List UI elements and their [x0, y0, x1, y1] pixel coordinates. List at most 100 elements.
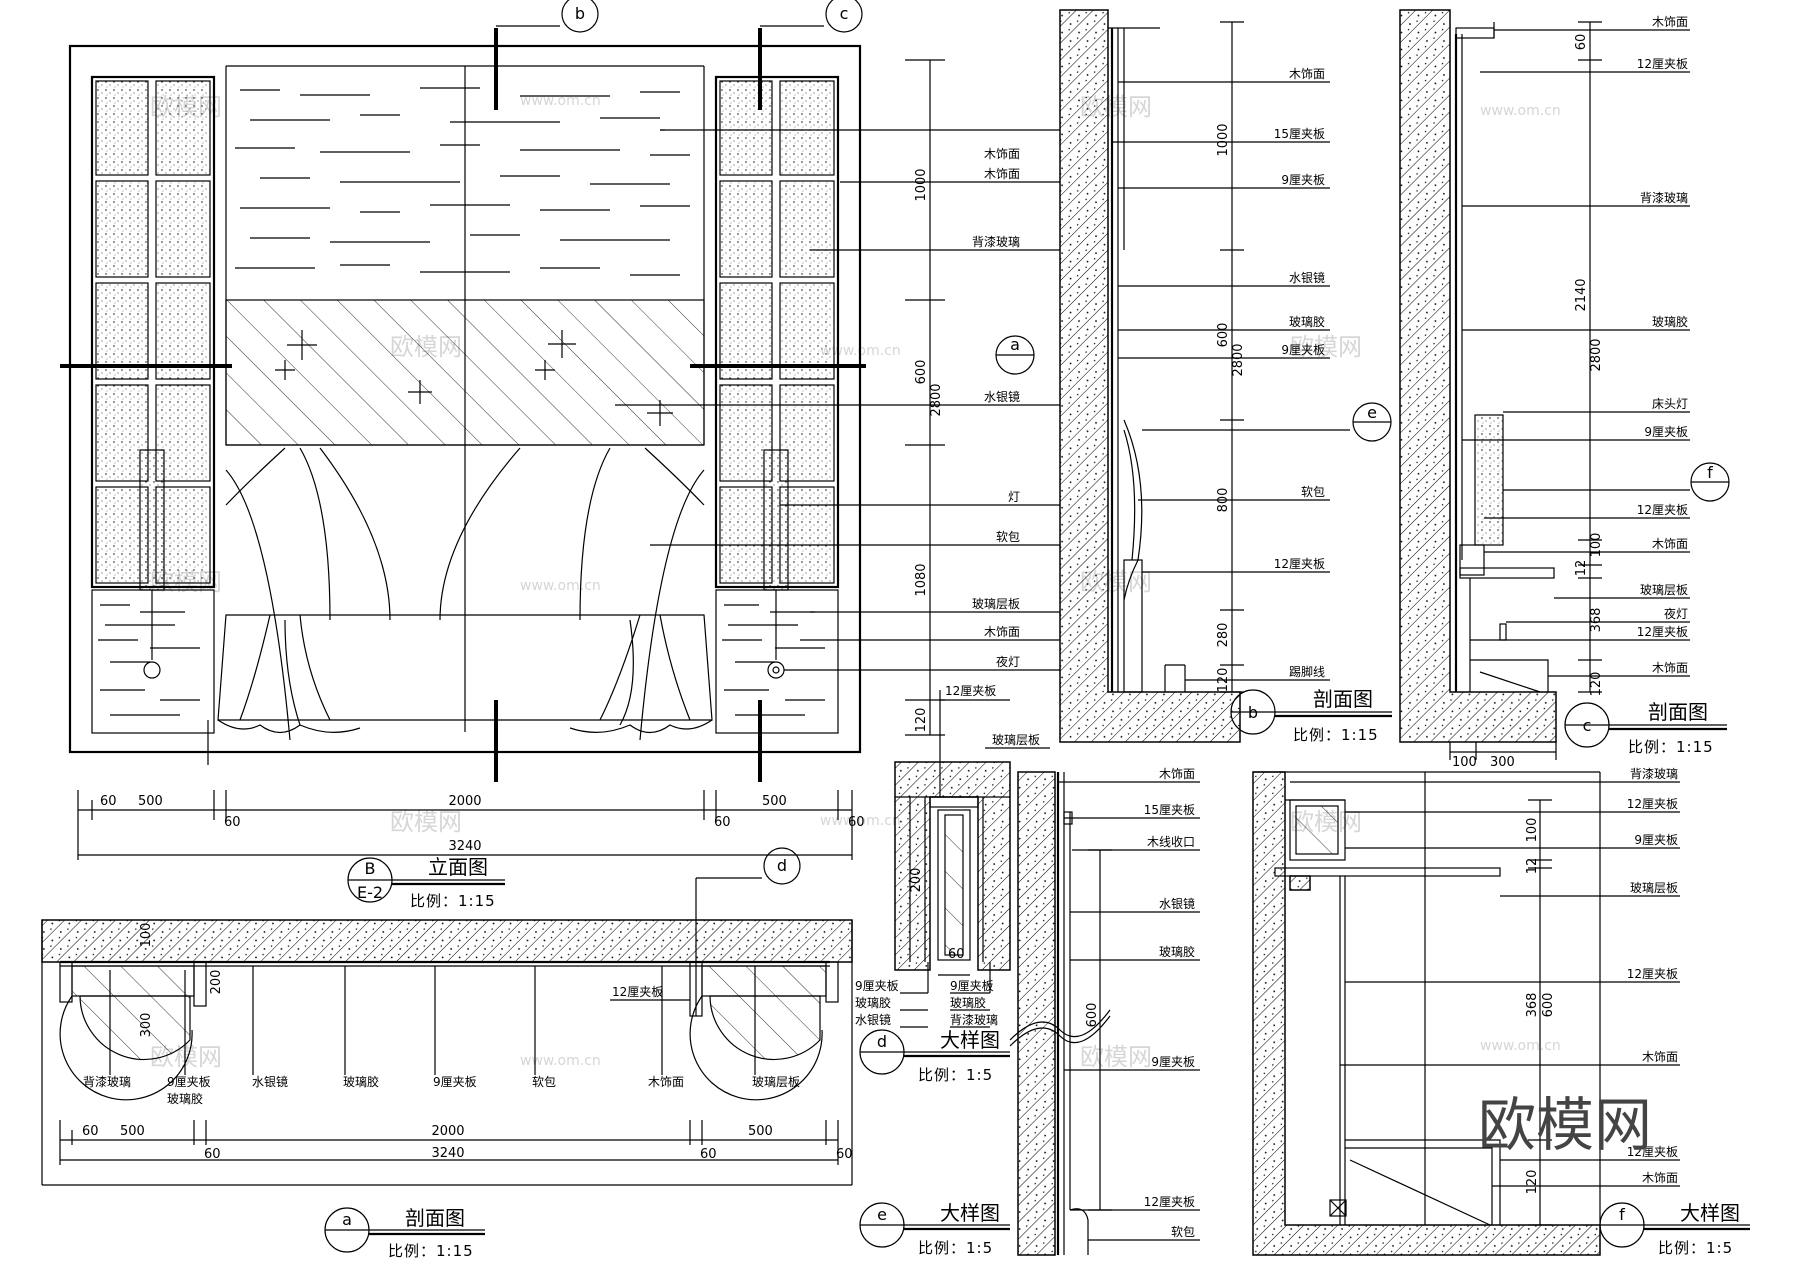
detail-d-labels: 12厘夹板 玻璃层板 9厘夹板 玻璃胶 水银镜 9厘夹板 玻璃胶 背漆玻璃 — [855, 684, 1050, 1028]
svg-text:100: 100 — [1452, 755, 1477, 770]
left-base-wood — [91, 589, 215, 734]
svg-text:玻璃层板: 玻璃层板 — [1630, 881, 1678, 895]
mirror-sparkles — [275, 330, 673, 426]
section-a-leaders — [109, 966, 756, 1075]
watermark-url: www.om.cn — [520, 1053, 601, 1069]
svg-text:水银镜: 水银镜 — [984, 389, 1020, 404]
svg-text:水银镜: 水银镜 — [1159, 896, 1195, 911]
section-b-bubble-e: e — [1142, 402, 1392, 442]
left-night-light — [143, 661, 161, 679]
svg-text:木饰面: 木饰面 — [1642, 1050, 1678, 1064]
svg-text:100: 100 — [1589, 533, 1604, 558]
svg-text:水银镜: 水银镜 — [252, 1074, 288, 1089]
section-a-vertical-dims: 100 200 300 — [139, 923, 224, 1038]
svg-text:120: 120 — [1589, 672, 1604, 697]
detail-f-glass-shelf — [1274, 867, 1501, 877]
svg-text:水银镜: 水银镜 — [1289, 270, 1325, 285]
svg-text:1000: 1000 — [1216, 123, 1231, 156]
section-c: 60 2140 2800 100 12 368 120 100 300 木饰面 … — [1399, 9, 1730, 770]
detail-e-title-block: e 大样图 比例：1:5 — [859, 1201, 1010, 1257]
section-c-labels: 木饰面 12厘夹板 背漆玻璃 玻璃胶 床头灯 9厘夹板 12厘夹板 木饰面 玻璃… — [1462, 15, 1690, 677]
svg-text:600: 600 — [1541, 993, 1556, 1018]
svg-text:100: 100 — [139, 923, 154, 948]
detail-e-title: 大样图 — [940, 1201, 1000, 1225]
svg-text:背漆玻璃: 背漆玻璃 — [950, 1013, 998, 1027]
left-panel-frame — [59, 961, 73, 1003]
svg-text:9厘夹板: 9厘夹板 — [1281, 173, 1325, 187]
svg-text:玻璃胶: 玻璃胶 — [1652, 314, 1688, 329]
elevation-vertical-dims: 1000 600 2800 1080 120 — [905, 59, 945, 736]
svg-text:200: 200 — [909, 868, 924, 893]
svg-text:300: 300 — [139, 1013, 154, 1038]
svg-text:软包: 软包 — [996, 530, 1020, 544]
svg-text:木饰面: 木饰面 — [984, 625, 1020, 639]
svg-text:12厘夹板: 12厘夹板 — [1144, 1195, 1195, 1209]
right-glass-grid — [719, 80, 835, 584]
svg-text:3240: 3240 — [431, 1146, 464, 1161]
svg-text:d: d — [777, 856, 787, 875]
svg-text:1000: 1000 — [914, 168, 929, 201]
elevation-title: 立面图 — [428, 855, 488, 879]
section-a: 背漆玻璃 9厘夹板 玻璃胶 水银镜 玻璃胶 9厘夹板 软包 木饰面 玻璃层板 1… — [41, 847, 853, 1260]
watermark-url: www.om.cn — [1480, 103, 1561, 119]
detail-e-soft-bag — [1069, 1208, 1089, 1255]
svg-text:木饰面: 木饰面 — [1289, 67, 1325, 81]
svg-text:60: 60 — [1574, 34, 1589, 51]
svg-text:60: 60 — [714, 815, 731, 830]
svg-text:a: a — [342, 1210, 352, 1229]
svg-text:玻璃胶: 玻璃胶 — [343, 1074, 379, 1089]
elevation-title-block: B E-2 立面图 比例：1:15 — [347, 855, 505, 910]
svg-text:玻璃层板: 玻璃层板 — [1640, 583, 1688, 597]
detail-e-labels: 木饰面 15厘夹板 木线收口 水银镜 玻璃胶 9厘夹板 12厘夹板 软包 — [1058, 767, 1200, 1241]
svg-text:9厘夹板: 9厘夹板 — [950, 979, 994, 993]
section-b-soft-bag — [1123, 419, 1143, 601]
svg-text:f: f — [1707, 463, 1713, 482]
section-c-bedside-lamp — [1474, 414, 1504, 546]
svg-text:玻璃层板: 玻璃层板 — [992, 733, 1040, 747]
svg-text:60: 60 — [224, 815, 241, 830]
svg-text:夜灯: 夜灯 — [1664, 606, 1688, 621]
detail-d-dims: 200 60 — [909, 797, 970, 976]
detail-e: 600 木饰面 15厘夹板 木线收口 水银镜 玻璃胶 9厘夹板 12厘夹板 软包… — [859, 767, 1200, 1257]
svg-text:2800: 2800 — [929, 383, 944, 416]
svg-text:600: 600 — [914, 360, 929, 385]
section-cut-lines — [60, 28, 866, 782]
svg-text:e: e — [877, 1205, 887, 1224]
elevation-b: b c a 木饰面 木饰面 背漆玻璃 水银镜 灯 软包 玻璃层板 — [60, 0, 1060, 910]
svg-text:500: 500 — [138, 794, 163, 809]
cut-bubble-c: c — [760, 0, 863, 33]
svg-text:3240: 3240 — [448, 839, 481, 854]
section-c-wall — [1399, 9, 1557, 743]
svg-text:背漆玻璃: 背漆玻璃 — [972, 235, 1020, 249]
section-b-dims: 1000 600 2800 800 280 120 — [1216, 21, 1246, 693]
svg-text:d: d — [877, 1032, 887, 1051]
svg-text:2140: 2140 — [1574, 278, 1589, 311]
section-c-title-block: c 剖面图 比例：1:15 — [1564, 700, 1727, 756]
svg-text:12厘夹板: 12厘夹板 — [1627, 1145, 1678, 1159]
svg-text:15厘夹板: 15厘夹板 — [1274, 127, 1325, 141]
svg-text:木饰面: 木饰面 — [984, 147, 1020, 161]
svg-text:夜灯: 夜灯 — [996, 654, 1020, 669]
svg-text:600: 600 — [1085, 1003, 1100, 1028]
left-wall-lamp — [139, 449, 165, 591]
elevation-outline — [68, 44, 862, 754]
detail-f-scale: 比例：1:5 — [1658, 1239, 1733, 1257]
svg-text:软包: 软包 — [532, 1075, 556, 1089]
svg-text:120: 120 — [914, 708, 929, 733]
svg-text:b: b — [575, 4, 585, 23]
svg-text:踢脚线: 踢脚线 — [1289, 664, 1325, 679]
detail-e-scale: 比例：1:5 — [918, 1239, 993, 1257]
cut-bubble-a: a — [995, 335, 1035, 375]
section-c-dims: 60 2140 2800 100 12 368 120 100 300 — [1449, 21, 1604, 770]
svg-text:9厘夹板: 9厘夹板 — [433, 1075, 477, 1089]
svg-text:玻璃层板: 玻璃层板 — [972, 597, 1020, 611]
svg-text:木饰面: 木饰面 — [648, 1075, 684, 1089]
right-wall-lamp — [763, 449, 789, 591]
svg-text:500: 500 — [748, 1124, 773, 1139]
svg-text:e: e — [1367, 403, 1377, 422]
svg-text:200: 200 — [209, 970, 224, 995]
svg-text:500: 500 — [120, 1124, 145, 1139]
svg-text:背漆玻璃: 背漆玻璃 — [1640, 191, 1688, 205]
section-b-labels: 木饰面 15厘夹板 9厘夹板 水银镜 玻璃胶 9厘夹板 软包 12厘夹板 踢脚线 — [1112, 67, 1330, 681]
watermark-url: www.om.cn — [520, 578, 601, 594]
